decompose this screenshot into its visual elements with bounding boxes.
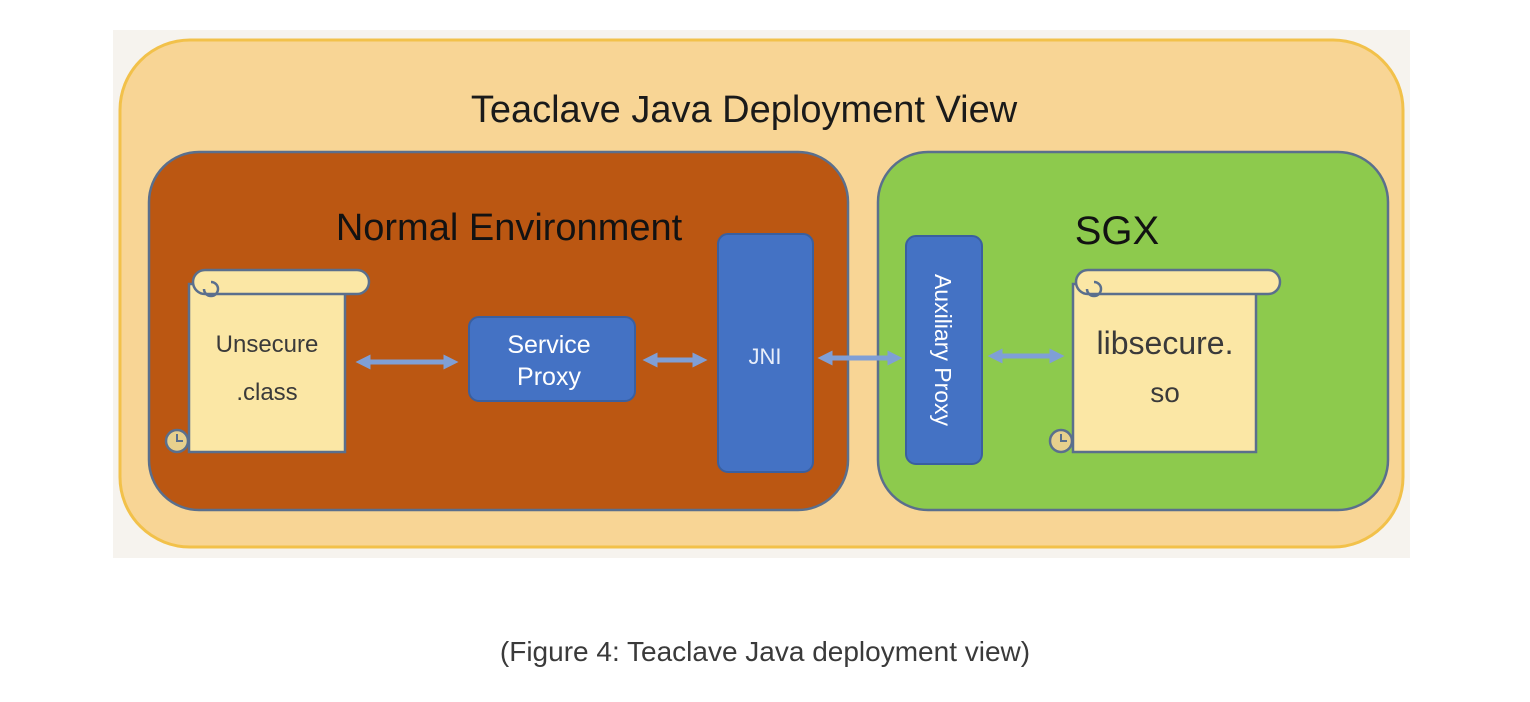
libsecure-so-label-line2: so	[1150, 377, 1180, 408]
sgx-label: SGX	[1075, 209, 1159, 253]
unsecure-class-label-line2: .class	[236, 379, 297, 406]
service-proxy-label-line1: Service	[507, 331, 590, 359]
deployment-diagram: Teaclave Java Deployment View Normal Env…	[113, 30, 1410, 558]
diagram-title: Teaclave Java Deployment View	[471, 89, 1018, 131]
normal-environment-label: Normal Environment	[336, 207, 683, 249]
service-proxy-box	[468, 316, 636, 402]
unsecure-class-scroll-icon	[164, 268, 371, 454]
libsecure-so-label-line1: libsecure.	[1097, 325, 1234, 361]
jni-label: JNI	[749, 344, 782, 369]
auxiliary-proxy-box	[905, 235, 983, 465]
unsecure-class-label-line1: Unsecure	[216, 331, 319, 358]
service-proxy-label-line2: Proxy	[517, 363, 581, 391]
figure-caption: (Figure 4: Teaclave Java deployment view…	[499, 636, 1031, 667]
auxiliary-proxy-label: Auxiliary Proxy	[930, 274, 956, 427]
jni-box	[717, 233, 814, 473]
libsecure-so-scroll-icon	[1048, 268, 1282, 454]
